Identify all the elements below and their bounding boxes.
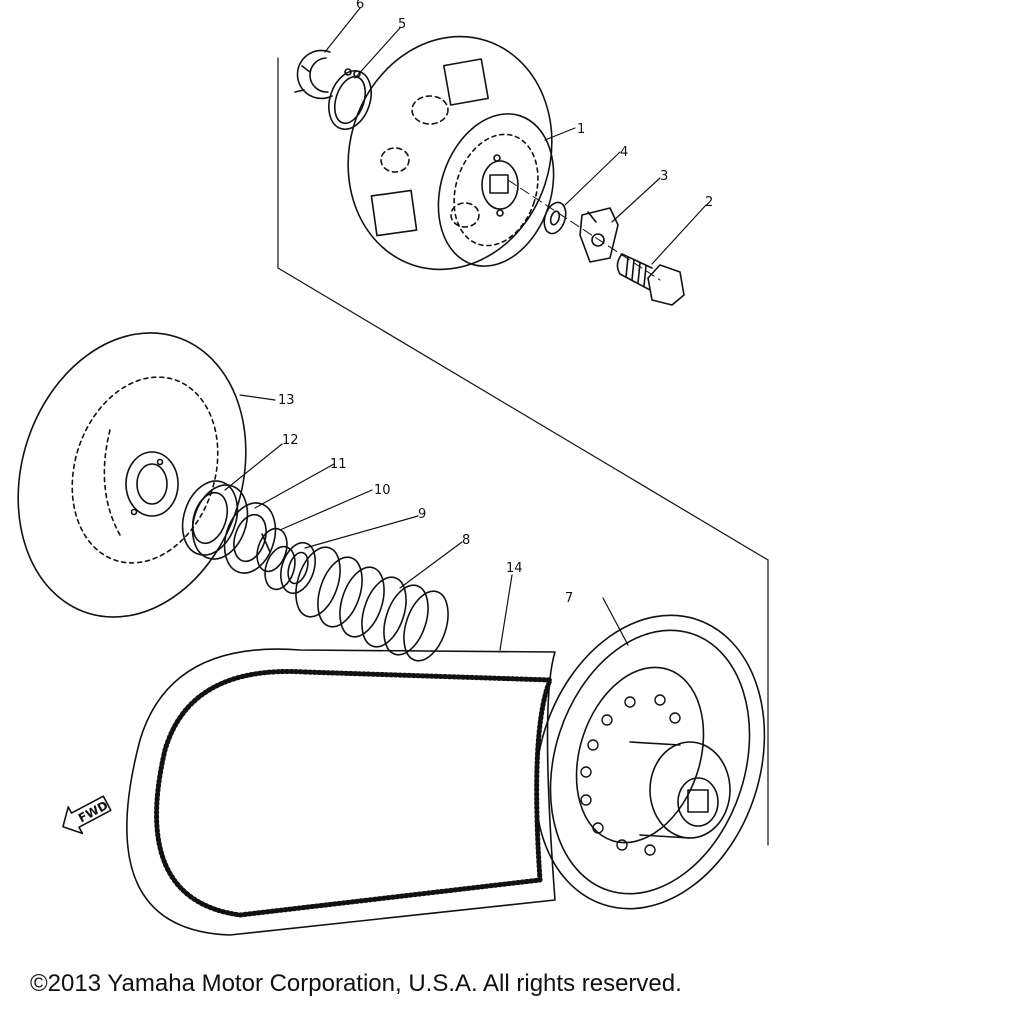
part-10-sleeve xyxy=(256,527,296,591)
callout-12: 12 xyxy=(282,433,299,448)
part-7-sheave xyxy=(534,614,766,910)
callout-2: 2 xyxy=(705,195,713,210)
callout-labels: 1 2 3 4 5 6 7 8 9 10 11 12 13 14 xyxy=(278,0,713,606)
callout-8: 8 xyxy=(462,533,470,548)
callout-10: 10 xyxy=(374,483,391,498)
callout-7: 7 xyxy=(565,591,573,606)
fwd-arrow-icon: FWD xyxy=(62,795,112,835)
center-axis xyxy=(507,179,661,281)
part-3-lock-washer xyxy=(579,207,619,263)
assembly-frame xyxy=(277,57,769,846)
part-5-ring xyxy=(328,68,372,130)
part-12-bearing xyxy=(181,480,249,560)
part-6-circlip xyxy=(294,49,333,100)
callout-13: 13 xyxy=(278,393,295,408)
part-9-spring-seat xyxy=(279,541,317,595)
callout-3: 3 xyxy=(660,169,668,184)
callout-1: 1 xyxy=(577,122,585,137)
part-2-bolt xyxy=(616,253,685,306)
callout-4: 4 xyxy=(620,145,628,160)
part-13-sheave xyxy=(17,332,247,618)
callout-11: 11 xyxy=(330,457,347,472)
callout-14: 14 xyxy=(506,561,523,576)
callout-9: 9 xyxy=(418,507,426,522)
part-8-spring xyxy=(295,546,449,662)
callout-6: 6 xyxy=(356,0,364,12)
part-11-collar xyxy=(223,502,277,574)
callout-5: 5 xyxy=(398,17,406,32)
copyright-notice: ©2013 Yamaha Motor Corporation, U.S.A. A… xyxy=(30,970,682,997)
part-14-belt xyxy=(126,648,556,936)
part-4-washer xyxy=(543,201,567,235)
part-1-sheave xyxy=(347,35,555,271)
callout-leaders xyxy=(224,7,707,651)
